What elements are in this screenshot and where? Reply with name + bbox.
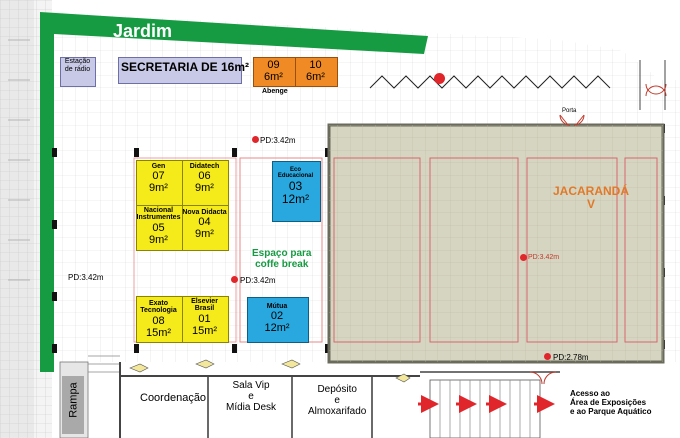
booth-size: 6m² xyxy=(264,71,283,84)
pd-label-hall: PD:3.42m xyxy=(528,254,560,261)
jacaranda-line2: V xyxy=(587,197,596,212)
storage-room-label: Depósito e Almoxarifado xyxy=(308,384,366,417)
booth-size: 15m² xyxy=(191,324,218,337)
secretariat-label: SECRETARIA DE 16m² xyxy=(121,60,250,74)
pd-label-left: PD:3.42m xyxy=(68,273,104,282)
secretariat-box xyxy=(118,57,242,84)
garden-label: Jardim xyxy=(113,21,173,41)
storage-line3: Almoxarifado xyxy=(308,406,367,417)
booth-02 xyxy=(247,297,309,343)
storage-line2: e xyxy=(334,395,340,406)
booth-01 xyxy=(182,296,229,343)
coffee-break-line1: Espaço para xyxy=(252,248,312,259)
access-line2: Área de Exposições xyxy=(570,397,647,407)
booth-number: 03 xyxy=(288,178,303,193)
abenge-booth-09 xyxy=(253,57,296,87)
pd-dot xyxy=(252,136,259,143)
jacaranda-label: JACARANDÁ V xyxy=(553,184,630,212)
booth-number: 04 xyxy=(198,216,211,229)
vip-line3: Mídia Desk xyxy=(226,402,277,413)
booth-number: 05 xyxy=(152,221,165,234)
coffee-break-label: Espaço para coffe break xyxy=(252,248,311,270)
ramp-label: Rampa xyxy=(67,382,80,418)
abenge-booth-10 xyxy=(295,57,338,87)
access-line1: Acesso ao xyxy=(570,389,611,398)
booth-name: Didatech xyxy=(189,163,220,170)
booth-name: Eco Educacional xyxy=(277,167,314,180)
booth-name: Mútua xyxy=(266,303,288,310)
pd-label-mid: PD:3.42m xyxy=(240,276,276,285)
booth-number: 07 xyxy=(152,170,165,183)
booth-size: 9m² xyxy=(195,228,214,241)
pd-label-bottom: PD:2.78m xyxy=(553,353,589,362)
booth-name: Exato Tecnologia xyxy=(140,300,177,315)
vip-line2: e xyxy=(248,391,254,402)
booth-size: 9m² xyxy=(149,233,168,246)
vip-line1: Sala Vip xyxy=(232,380,270,391)
booth-number: 02 xyxy=(270,310,284,323)
access-label: Acesso ao Área de Exposições e ao Parque… xyxy=(570,389,652,416)
ramp xyxy=(62,376,84,434)
booth-size: 6m² xyxy=(306,71,325,84)
booth-name: Gen xyxy=(151,163,166,170)
abenge-label: Abenge xyxy=(262,88,288,95)
coordination-label: Coordenação xyxy=(140,392,207,404)
garden-strip xyxy=(40,12,428,372)
booth-size: 12m² xyxy=(281,191,310,206)
booth-name: Elsevier Brasil xyxy=(191,298,218,313)
vip-room-label: Sala Vip e Mídia Desk xyxy=(226,380,276,413)
booth-number: 08 xyxy=(152,314,165,327)
booth-03 xyxy=(272,161,321,222)
booth-06 xyxy=(182,160,229,206)
booth-name: Nova Didacta xyxy=(182,209,227,216)
booth-size: 9m² xyxy=(195,182,214,195)
door-label: Porta xyxy=(562,108,577,114)
radio-station-label: Estação de rádio xyxy=(64,58,91,73)
booth-number: 06 xyxy=(198,170,211,183)
booth-size: 12m² xyxy=(264,322,290,335)
marker-dot xyxy=(434,73,445,84)
booth-number: 09 xyxy=(267,59,280,71)
radio-station xyxy=(60,57,96,87)
booth-name: Nacional Instrumentes xyxy=(136,207,181,222)
booth-number: 01 xyxy=(198,312,211,325)
pd-dot xyxy=(544,353,551,360)
booth-size: 9m² xyxy=(149,182,168,195)
booth-04 xyxy=(182,205,229,251)
pd-dot xyxy=(231,276,238,283)
booth-number: 10 xyxy=(309,59,322,71)
coffee-break-line2: coffe break xyxy=(255,259,309,270)
access-line3: e ao Parque Aquático xyxy=(570,406,652,416)
jacaranda-line1: JACARANDÁ xyxy=(553,184,630,198)
pd-dot xyxy=(520,254,527,261)
pd-label-top: PD:3.42m xyxy=(260,136,296,145)
storage-line1: Depósito xyxy=(317,384,357,395)
booth-size: 15m² xyxy=(145,326,172,339)
